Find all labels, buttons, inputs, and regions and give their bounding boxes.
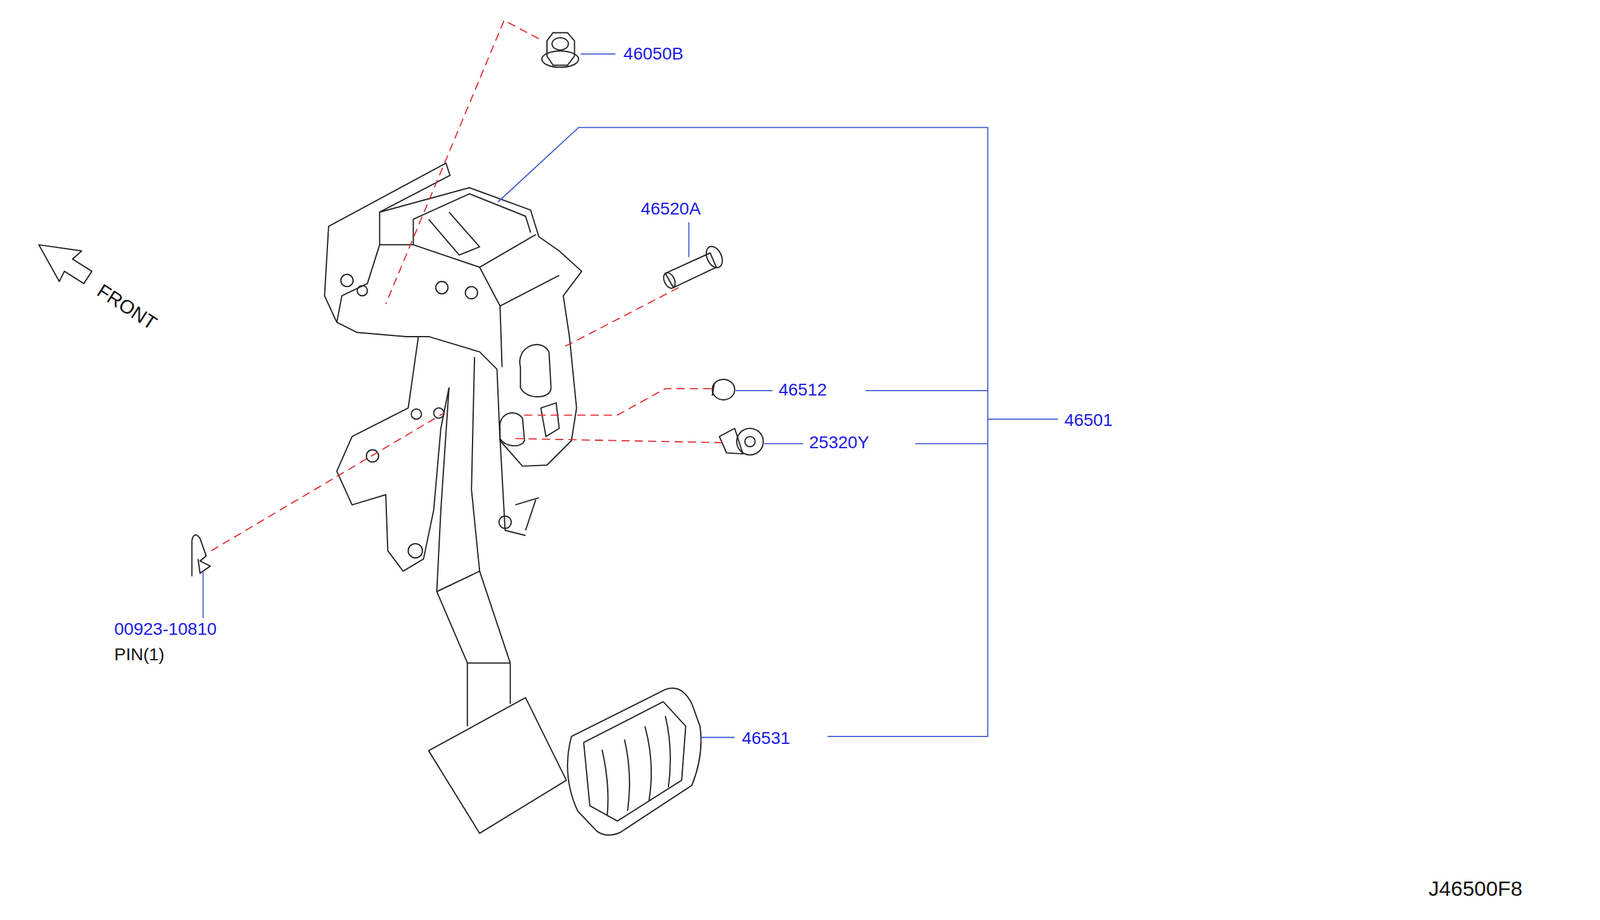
leader-line	[987, 418, 1059, 420]
pedal-bracket	[324, 163, 582, 467]
phantom-line	[515, 438, 723, 443]
pedal-arm	[436, 387, 467, 727]
snap-pin	[191, 535, 211, 577]
phantom-line	[564, 287, 679, 347]
brake-pad	[567, 688, 701, 836]
part-number: 46050B	[623, 45, 684, 63]
leader-line	[700, 737, 735, 739]
phantom-line	[522, 388, 711, 416]
part-number: 46501	[1064, 411, 1113, 430]
part-quantity: PIN(1)	[114, 646, 165, 664]
leader-line	[580, 53, 616, 55]
part-number: 46520A	[640, 200, 701, 218]
part-number: 46531	[741, 729, 791, 748]
pedal-stopper	[712, 379, 735, 400]
part-number: 25320Y	[809, 434, 870, 452]
phantom-line	[385, 20, 539, 304]
phantom-line	[211, 413, 445, 551]
leader-line	[202, 571, 205, 619]
flange-nut	[546, 32, 575, 66]
part-number: 00923-10810	[114, 620, 217, 639]
pedal-pad	[428, 697, 567, 834]
leader-line	[764, 443, 804, 445]
clevis-pin	[665, 253, 717, 288]
front-arrow	[39, 244, 93, 285]
diagram-code: J46500F8	[1428, 878, 1523, 900]
leader-line	[735, 390, 773, 392]
side-plate	[336, 336, 449, 572]
assembly-bracket	[497, 127, 988, 737]
leader-line	[865, 390, 988, 392]
part-number: 46512	[778, 381, 827, 399]
direction-label: FRONT	[93, 280, 160, 334]
leader-line	[915, 443, 988, 445]
leader-line	[688, 222, 690, 258]
